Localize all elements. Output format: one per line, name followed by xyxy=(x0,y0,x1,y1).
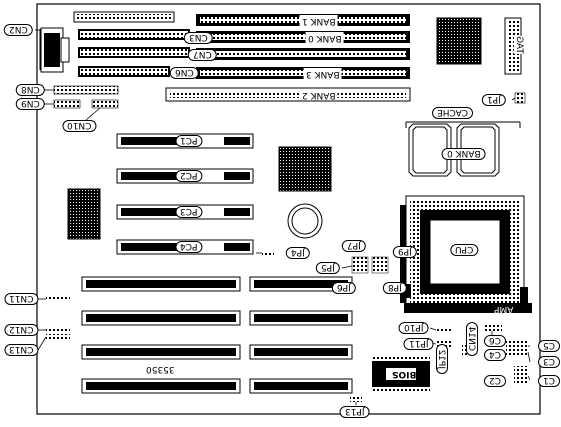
isa-slots xyxy=(81,276,353,394)
label-jp12: JP12 xyxy=(436,344,448,374)
top-header xyxy=(73,11,175,23)
label-bank0: BANK 0 xyxy=(306,32,344,43)
label-jp7: JP7 xyxy=(342,240,366,252)
label-c6: C6 xyxy=(484,335,507,347)
label-tag: TAG xyxy=(513,36,524,54)
label-cn13: CN13 xyxy=(4,344,39,356)
label-c1: C1 xyxy=(538,375,561,387)
keyboard-connector xyxy=(39,27,70,73)
label-bank1: BANK 1 xyxy=(300,15,338,26)
label-c2: C2 xyxy=(484,375,507,387)
left-headers xyxy=(46,296,70,339)
ide-connectors xyxy=(78,29,190,77)
label-pc3: PC3 xyxy=(175,206,203,218)
label-pc1: PC1 xyxy=(175,135,203,147)
label-amp: AMP xyxy=(494,304,514,314)
jumper-blocks xyxy=(262,251,389,274)
bios-chip xyxy=(372,355,430,393)
label-cn7: CN7 xyxy=(188,49,217,61)
label-cn6: CN6 xyxy=(170,67,199,79)
memory-banks xyxy=(165,14,411,102)
leader-lines xyxy=(35,29,531,405)
label-pc2: PC2 xyxy=(175,170,203,182)
label-jp5: JP5 xyxy=(316,262,340,274)
label-bank3: BANK 3 xyxy=(304,68,342,79)
chip-top-right xyxy=(436,17,482,65)
label-jp8: JP8 xyxy=(383,282,407,294)
label-cache-bank0: BANK 0 xyxy=(442,148,486,160)
label-bank2: BANK 2 xyxy=(300,89,338,100)
jp1-pins xyxy=(514,92,526,104)
label-cn12: CN12 xyxy=(4,324,39,336)
chipset-chip-left xyxy=(67,188,101,240)
label-cpu: CPU xyxy=(450,244,479,256)
label-bios: BIOS xyxy=(392,369,417,379)
chipset-chip-center xyxy=(278,146,332,192)
label-cn11: CN11 xyxy=(4,293,39,305)
label-jp13: JP13 xyxy=(340,406,370,418)
label-cn8: CN8 xyxy=(16,84,45,96)
label-jp4: JP4 xyxy=(286,247,310,259)
label-jp11: JP11 xyxy=(404,338,434,350)
label-c3: C3 xyxy=(538,356,561,368)
label-jp9: JP9 xyxy=(393,246,417,258)
label-cn2: CN2 xyxy=(4,24,33,36)
label-cache: CACHE xyxy=(432,107,474,119)
label-board-number: 35350 xyxy=(146,364,175,374)
label-jp6: JP6 xyxy=(332,282,356,294)
label-cn3: CN3 xyxy=(184,32,213,44)
label-pc4: PC4 xyxy=(175,241,203,253)
label-c4: C4 xyxy=(484,349,507,361)
battery xyxy=(287,203,323,239)
label-jp10: JP10 xyxy=(399,322,429,334)
label-cn9: CN9 xyxy=(16,98,45,110)
label-cn10: CN10 xyxy=(62,120,97,132)
label-jp1: JP1 xyxy=(482,94,506,106)
label-c5: C5 xyxy=(538,340,561,352)
label-cn14: CN14 xyxy=(466,321,478,356)
